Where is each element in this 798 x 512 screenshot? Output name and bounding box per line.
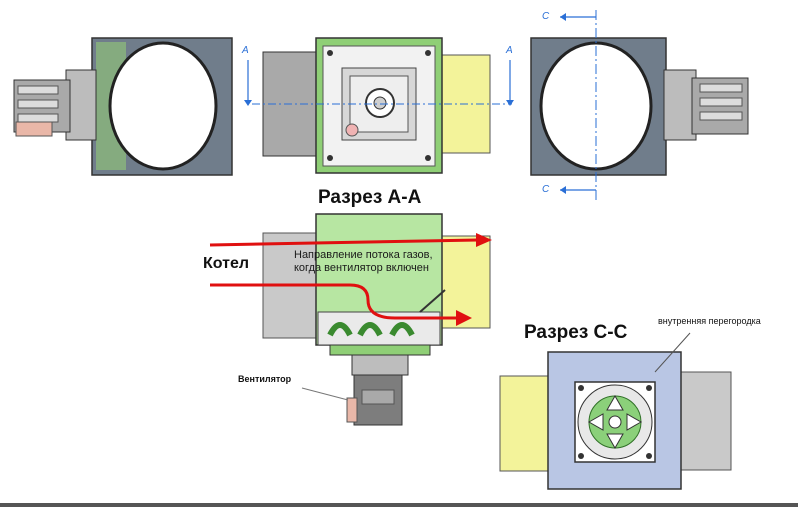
- bottom-border: [0, 503, 798, 507]
- top-left-connector: [15, 121, 53, 137]
- flow-label-line1: Направление потока газов,: [294, 249, 433, 261]
- section-mark-c-bottom: C: [542, 184, 550, 195]
- top-right-view: [530, 10, 749, 200]
- top-right-mount: [663, 69, 697, 141]
- section-mark-a-left: A: [242, 45, 249, 56]
- section-aa-title: Разрез А-А: [318, 187, 422, 208]
- top-left-view: [13, 37, 233, 176]
- fan-label: Вентилятор: [238, 374, 292, 384]
- section-aa-yellow-pipe: [439, 235, 491, 329]
- flow-arrow-upper: [209, 238, 479, 247]
- section-aa-view: [209, 213, 492, 426]
- section-mark-c-top: C: [542, 11, 550, 22]
- section-cc-gray-pipe: [675, 371, 732, 471]
- section-aa-impeller-icon: [327, 322, 415, 337]
- partition-label: внутренняя перегородка: [658, 316, 761, 326]
- flow-label-line2: когда вентилятор включен: [294, 262, 429, 274]
- impeller-icon: [587, 394, 643, 450]
- section-cc-view: [499, 332, 732, 490]
- flow-arrow-icon: [210, 283, 458, 320]
- section-cc-yellow-pipe: [499, 375, 556, 472]
- top-center-view: [244, 37, 514, 174]
- top-left-duct-opening: [108, 41, 218, 171]
- section-cc-title: Разрез С-С: [524, 322, 628, 343]
- section-mark-a-right: A: [506, 45, 513, 56]
- kotel-label: Котел: [203, 255, 250, 272]
